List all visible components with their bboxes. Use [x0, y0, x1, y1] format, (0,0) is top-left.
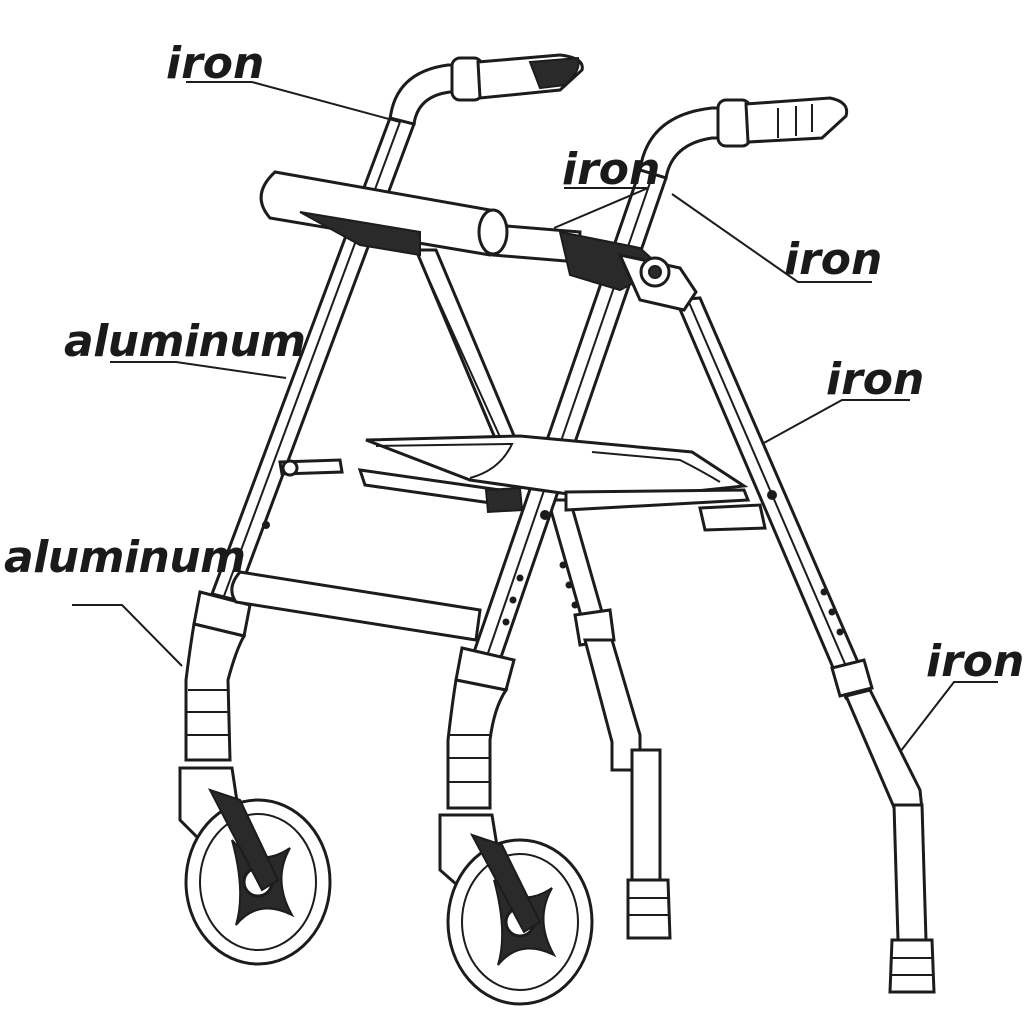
label-iron-top-left: iron	[166, 38, 265, 89]
top-crossbar	[259, 170, 582, 264]
label-iron-right-mid: iron	[826, 354, 925, 405]
rear-right-leg	[546, 498, 672, 940]
left-front-upright	[184, 63, 462, 762]
label-aluminum-upper: aluminum	[64, 316, 306, 367]
right-wheel	[438, 813, 594, 1006]
label-iron-mid: iron	[562, 144, 661, 195]
leader-lines	[72, 81, 998, 753]
label-iron-right-low: iron	[926, 636, 1024, 687]
right-rear-leg	[673, 296, 936, 994]
left-lower-rail	[230, 570, 482, 642]
label-iron-right-handle: iron	[784, 234, 883, 285]
label-aluminum-lower: aluminum	[4, 532, 246, 583]
left-wheel	[178, 766, 332, 966]
left-grip	[450, 53, 584, 102]
right-front-upright	[446, 106, 728, 810]
right-grip	[716, 96, 849, 148]
seat	[278, 434, 767, 532]
folding-hinge	[558, 230, 698, 312]
rear-left-leg	[413, 248, 523, 452]
